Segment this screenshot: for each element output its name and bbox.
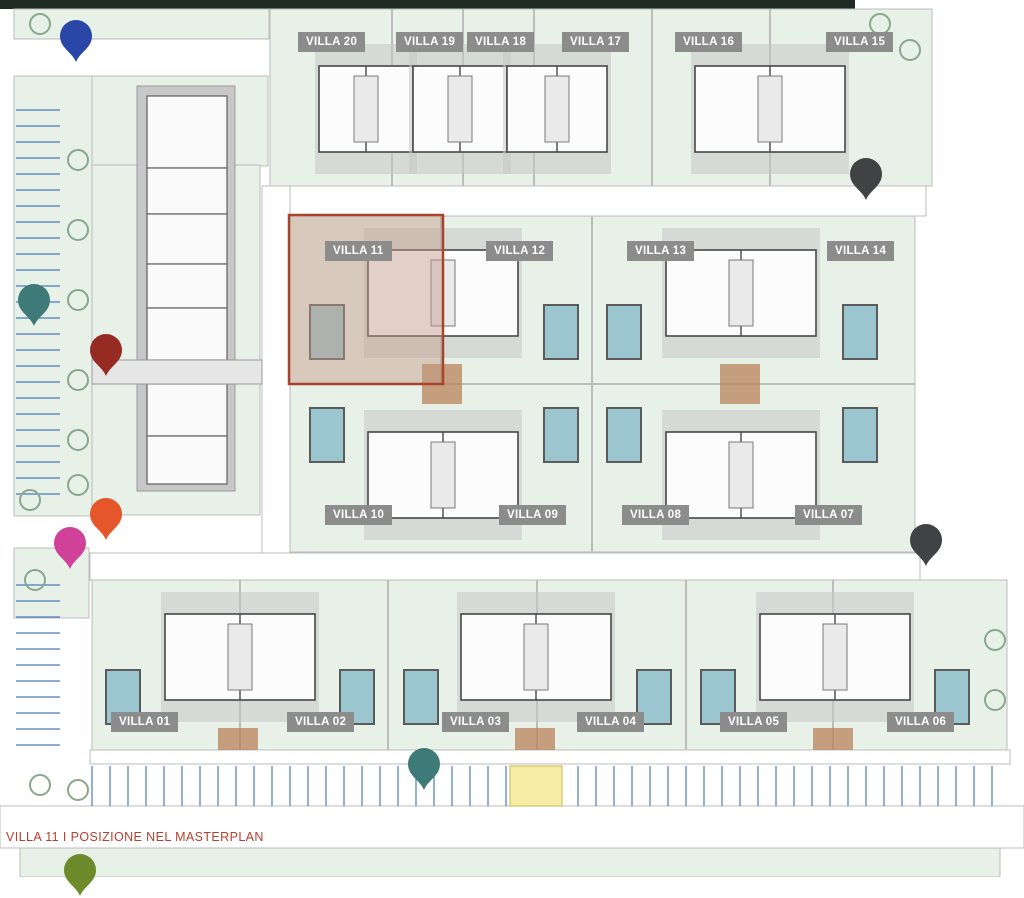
swimming-pool: [606, 304, 642, 360]
villa-label[interactable]: VILLA 12: [486, 241, 554, 261]
villa-label[interactable]: VILLA 04: [577, 712, 645, 732]
map-marker-teal-west-icon[interactable]: [16, 282, 52, 328]
villa-label[interactable]: VILLA 03: [442, 712, 510, 732]
tree: [67, 369, 89, 391]
apartment-unit: [146, 167, 228, 215]
villa-label[interactable]: VILLA 16: [675, 32, 743, 52]
swimming-pool: [543, 304, 579, 360]
map-marker-orange-icon[interactable]: [88, 496, 124, 542]
stair-core: [728, 441, 754, 509]
swimming-pool: [309, 407, 345, 463]
map-marker-magenta-icon[interactable]: [52, 525, 88, 571]
swimming-pool: [842, 304, 878, 360]
villa-label[interactable]: VILLA 13: [627, 241, 695, 261]
map-marker-blue-icon[interactable]: [58, 18, 94, 64]
stair-core: [447, 75, 473, 143]
villa-label[interactable]: VILLA 14: [827, 241, 895, 261]
stair-core: [227, 623, 253, 691]
apartment-unit: [146, 95, 228, 169]
tree: [984, 689, 1006, 711]
stair-core: [523, 623, 549, 691]
tree: [19, 489, 41, 511]
tree: [67, 474, 89, 496]
tree: [67, 219, 89, 241]
apartment-walkway: [91, 359, 263, 385]
map-marker-olive-icon[interactable]: [62, 852, 98, 898]
wooden-deck: [515, 728, 555, 750]
apartment-unit: [146, 213, 228, 265]
road: [261, 185, 927, 217]
villa-label[interactable]: VILLA 10: [325, 505, 393, 525]
map-marker-dark-north-icon[interactable]: [848, 156, 884, 202]
villa-label[interactable]: VILLA 20: [298, 32, 366, 52]
header-band: [0, 0, 855, 9]
tree: [984, 629, 1006, 651]
tree: [29, 13, 51, 35]
road: [261, 185, 291, 557]
tree: [67, 289, 89, 311]
villa-label[interactable]: VILLA 11: [325, 241, 392, 261]
swimming-pool: [309, 304, 345, 360]
swimming-pool: [339, 669, 375, 725]
villa-label[interactable]: VILLA 01: [111, 712, 179, 732]
villa-label[interactable]: VILLA 06: [887, 712, 955, 732]
masterplan-caption: VILLA 11 I POSIZIONE NEL MASTERPLAN: [6, 830, 264, 844]
apartment-unit: [146, 435, 228, 485]
villa-label[interactable]: VILLA 15: [826, 32, 894, 52]
villa-label[interactable]: VILLA 07: [795, 505, 863, 525]
garden-plot: [19, 847, 1001, 877]
accessible-parking: [509, 765, 563, 807]
stair-core: [728, 259, 754, 327]
villa-label[interactable]: VILLA 18: [467, 32, 535, 52]
swimming-pool: [842, 407, 878, 463]
apartment-unit: [146, 263, 228, 309]
swimming-pool: [403, 669, 439, 725]
apartment-unit: [146, 307, 228, 361]
tree: [67, 779, 89, 801]
tree: [24, 569, 46, 591]
masterplan-map: [0, 0, 1024, 877]
swimming-pool: [543, 407, 579, 463]
apartment-unit: [146, 383, 228, 437]
stair-core: [757, 75, 783, 143]
road: [89, 749, 1011, 765]
tree: [67, 149, 89, 171]
road: [89, 552, 921, 581]
villa-label[interactable]: VILLA 05: [720, 712, 788, 732]
wooden-deck: [218, 728, 258, 750]
wooden-deck: [720, 364, 760, 404]
map-marker-dark-east-icon[interactable]: [908, 522, 944, 568]
tree: [67, 429, 89, 451]
tree: [29, 774, 51, 796]
wooden-deck: [813, 728, 853, 750]
stair-core: [544, 75, 570, 143]
map-marker-teal-south-icon[interactable]: [406, 746, 442, 792]
villa-label[interactable]: VILLA 17: [562, 32, 630, 52]
villa-label[interactable]: VILLA 02: [287, 712, 355, 732]
villa-label[interactable]: VILLA 19: [396, 32, 464, 52]
villa-label[interactable]: VILLA 09: [499, 505, 567, 525]
swimming-pool: [606, 407, 642, 463]
garden-plot: [13, 8, 270, 40]
stair-core: [353, 75, 379, 143]
stair-core: [430, 441, 456, 509]
villa-label[interactable]: VILLA 08: [622, 505, 690, 525]
stair-core: [822, 623, 848, 691]
tree: [899, 39, 921, 61]
map-marker-red-icon[interactable]: [88, 332, 124, 378]
